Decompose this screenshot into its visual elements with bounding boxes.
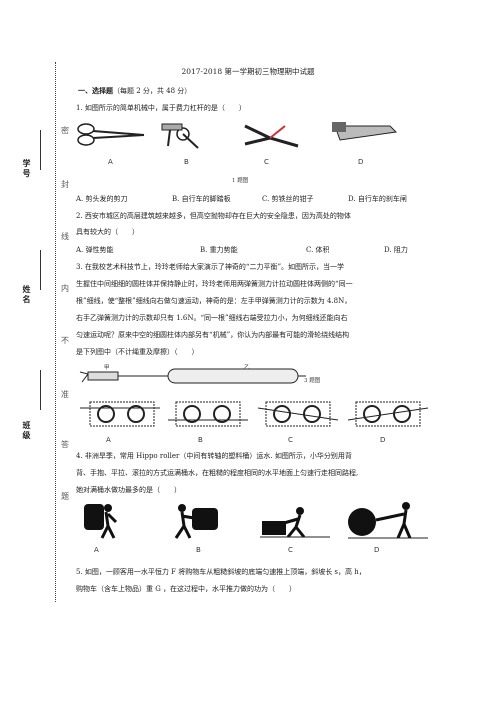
- q1-caption: 1 题图: [232, 178, 249, 184]
- q2-option-a: A. 弹性势能: [76, 246, 114, 254]
- q4-line2: 背、手抱、平拉、滚拉的方式运满桶水，在粗糙的程度相同的水平地面上匀速行走相同路程…: [76, 469, 359, 477]
- q3-line4: 右手乙弹簧测力计的示数却只有 1.6N。“同一根”细线右端受拉力小，为何细线还能…: [76, 314, 348, 322]
- q3-pulley-a: [80, 401, 160, 427]
- q1-label-a: A: [108, 158, 113, 166]
- q3-label-d: D: [380, 436, 386, 444]
- seal-dotted-line: [55, 62, 56, 602]
- q3-label-b: B: [198, 436, 203, 444]
- exam-title: 2017-2018 第一学期初三物理期中试题: [181, 67, 315, 76]
- section-title: 一、选择题: [78, 86, 113, 95]
- q3-label-a: A: [106, 436, 111, 444]
- q3-label-jia: 甲: [104, 365, 110, 371]
- seal-char-4: 内: [61, 284, 69, 293]
- class-underline: [40, 370, 41, 410]
- student-id-underline: [40, 130, 41, 170]
- q3-line1: 3. 在我校艺术科技节上，玲玲老师给大家演示了神奇的“二力平衡”。如图所示，当一…: [76, 263, 345, 271]
- q4-line1: 4. 非洲旱季，常用 Hippo roller（中间有转轴的塑料桶）运水. 如图…: [76, 452, 352, 460]
- q4-label-a: A: [94, 546, 99, 554]
- q1-option-a: A. 剪头发的剪刀: [76, 195, 128, 203]
- q1-figure-brake: [332, 122, 398, 141]
- q1-figure-pliers: [244, 124, 299, 148]
- seal-char-2: 封: [61, 180, 69, 189]
- q3-line6: 是下列图中（不计绳重及摩擦）（ ）: [76, 348, 199, 356]
- q3-pulley-b: [168, 401, 248, 427]
- name-label: 姓 名: [22, 284, 31, 304]
- q1-figure-scissors: [77, 123, 145, 146]
- q3-figure-top: [79, 368, 306, 384]
- q3-pulley-d: [347, 401, 429, 427]
- q2-stem-line1: 2. 西安市城区的高层建筑越来越多，但高空抛物却存在巨大的安全隐患，因为高处的物…: [76, 212, 351, 220]
- q3-line3: 根”细线，使“整根”细线向右做匀速运动，神奇的是：左手甲弹簧测力计的示数为 4.…: [76, 297, 352, 305]
- q1-option-b: B. 自行车的脚踏板: [172, 195, 231, 203]
- student-id-label: 学 号: [22, 158, 31, 178]
- class-label: 班 级: [22, 420, 31, 440]
- q4-label-b: B: [196, 546, 201, 554]
- seal-char-6: 准: [61, 390, 69, 399]
- q2-option-b: B. 重力势能: [200, 246, 238, 254]
- q3-label-yi: 乙: [244, 365, 250, 371]
- q1-label-c: C: [264, 158, 269, 166]
- seal-char-7: 答: [61, 440, 69, 449]
- q4-label-c: C: [288, 546, 293, 554]
- q4-figure-flat-pull: [260, 507, 330, 538]
- name-underline: [40, 250, 41, 290]
- q1-option-c: C. 剪铁丝的钳子: [262, 195, 314, 203]
- q5-line1: 5. 如图，一顾客用一水平恒力 F 将购物车从粗糙斜坡的底端匀速推上顶端，斜坡长…: [76, 568, 366, 576]
- q2-stem-line2: 具有较大的（ ）: [76, 228, 139, 236]
- q3-caption: 3 题图: [304, 378, 321, 384]
- q2-option-d: D. 阻力: [384, 246, 408, 254]
- q1-label-d: D: [358, 158, 364, 166]
- q4-figure-back-carry: [84, 504, 118, 539]
- q3-pulley-c: [257, 401, 339, 427]
- seal-char-5: 不: [61, 336, 69, 345]
- q4-label-d: D: [374, 546, 380, 554]
- seal-char-1: 密: [61, 126, 69, 135]
- section-heading: 一、选择题（每题 2 分，共 48 分）: [78, 86, 191, 96]
- q4-figure-hand-hold: [174, 504, 218, 539]
- q4-line3: 她对满桶水做功最多的是（ ）: [76, 486, 181, 494]
- q5-line2: 购物车（含车上物品）重 G ，在这过程中，水平推力做的功为（ ）: [76, 585, 297, 593]
- seal-char-3: 线: [61, 232, 69, 241]
- section-note: （每题 2 分，共 48 分）: [113, 87, 192, 95]
- q1-figure-pedal: [161, 123, 199, 149]
- q1-option-d: D. 自行车的刹车闸: [348, 195, 407, 203]
- seal-char-8: 题: [61, 492, 69, 501]
- q3-line2: 生握住中间细细的圆柱体并保持静止时，玲玲老师用两弹簧测力计拉动圆柱体两侧的“同一: [76, 280, 353, 288]
- q3-label-c: C: [288, 436, 293, 444]
- q2-option-c: C. 体积: [306, 246, 330, 254]
- q4-figure-roll-pull: [348, 502, 428, 539]
- q3-line5: 匀速运动呢？原来中空的细圆柱体内部另有“机械”，你认为内部最有可能的滑轮绕线结构: [76, 331, 350, 339]
- q1-stem: 1. 如图所示的简单机械中，属于费力杠杆的是（ ）: [76, 104, 246, 112]
- q1-label-b: B: [184, 158, 189, 166]
